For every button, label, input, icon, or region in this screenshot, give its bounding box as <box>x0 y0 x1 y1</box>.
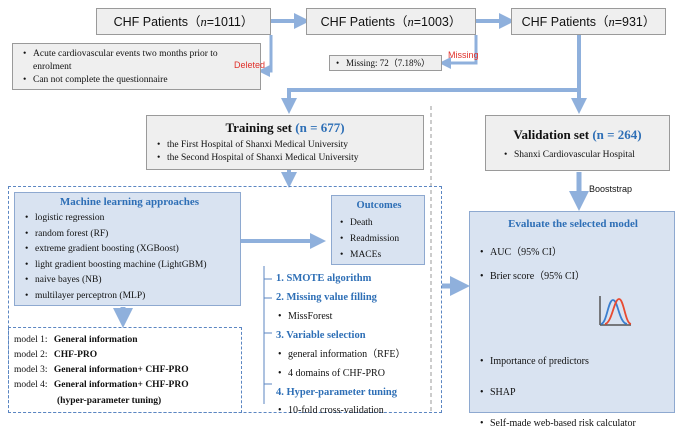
ml-item: random forest (RF) <box>23 227 236 243</box>
model-value: General information+ CHF-PRO <box>53 380 189 390</box>
chf-box-1003: CHF Patients（n=1003） <box>306 8 476 35</box>
box3-prefix: CHF Patients（ <box>521 15 609 29</box>
outcome-item: MACEs <box>338 247 420 263</box>
evaluate-title: Evaluate the selected model <box>508 218 638 230</box>
model-row: model 4: General information+ CHF-PRO <box>14 378 240 393</box>
chf-box-1011: CHF Patients（n=1011） <box>96 8 271 35</box>
ml-box: Machine learning approaches logistic reg… <box>14 192 241 306</box>
box1-prefix: CHF Patients（ <box>113 15 201 29</box>
box1-suffix: =1011） <box>206 15 254 29</box>
step-tuning-sub: 10-fold cross-validation <box>276 403 436 419</box>
box2-prefix: CHF Patients（ <box>320 15 408 29</box>
arrow-missing <box>439 35 478 69</box>
box2-n: n <box>407 15 414 29</box>
model-label: model 4: <box>14 380 48 390</box>
outcomes-box: Outcomes Death Readmission MACEs <box>331 195 425 265</box>
training-n: (n = 677) <box>295 120 345 135</box>
evaluate-item: AUC（95% CI） <box>478 246 668 260</box>
box1-n: n <box>200 15 207 29</box>
training-title-text: Training set <box>225 120 296 135</box>
training-item: the Second Hospital of Shanxi Medical Un… <box>155 152 423 165</box>
arrow-deleted <box>258 35 273 77</box>
model-extra: (hyper-parameter tuning) <box>14 393 240 410</box>
outcome-item: Death <box>338 215 420 231</box>
distribution-curves-icon <box>599 296 632 326</box>
validation-title-text: Validation set <box>513 127 593 142</box>
training-box: Training set (n = 677) the First Hospita… <box>146 115 424 170</box>
outcome-item: Readmission <box>338 231 420 247</box>
step-variable-sub: 4 domains of CHF-PRO <box>276 366 436 382</box>
missing-label: Missing <box>448 50 479 60</box>
validation-title: Validation set (n = 264) <box>486 127 669 143</box>
ml-item: light gradient boosting machine (LightGB… <box>23 258 236 274</box>
models-list: model 1: General information model 2: CH… <box>14 333 240 410</box>
exclusion-box: Acute cardiovascular events two months p… <box>12 43 261 90</box>
model-label: model 3: <box>14 365 48 375</box>
box3-n: n <box>608 15 615 29</box>
ml-title: Machine learning approaches <box>59 196 200 208</box>
ml-item: multilayer perceptron (MLP) <box>23 289 236 305</box>
exclusion-item: Acute cardiovascular events two months p… <box>21 48 254 74</box>
step-missing-sub: MissForest <box>276 309 436 325</box>
training-item: the First Hospital of Shanxi Medical Uni… <box>155 139 423 152</box>
split-connector <box>281 35 581 114</box>
outcomes-title: Outcomes <box>356 200 402 211</box>
ml-item: extreme gradient boosting (XGBoost) <box>23 242 236 258</box>
step-missing: 2. Missing value filling <box>276 292 377 303</box>
ml-item: logistic regression <box>23 211 236 227</box>
chf-box-931: CHF Patients（n=931） <box>511 8 666 35</box>
evaluate-item: Self-made web-based risk calculator <box>478 417 668 431</box>
training-title: Training set (n = 677) <box>147 120 423 136</box>
steps-list: 1. SMOTE algorithm 2. Missing value fill… <box>276 271 436 419</box>
validation-n: (n = 264) <box>592 127 642 142</box>
bootstrap-label: Booststrap <box>589 184 633 194</box>
box3-suffix: =931） <box>614 15 656 29</box>
model-row: model 1: General information <box>14 333 240 348</box>
model-extra-text: (hyper-parameter tuning) <box>57 396 162 406</box>
model-label: model 1: <box>14 335 48 345</box>
validation-list: Shanxi Cardiovascular Hospital <box>486 149 669 162</box>
validation-box: Validation set (n = 264) Shanxi Cardiova… <box>485 115 670 171</box>
validation-item: Shanxi Cardiovascular Hospital <box>502 149 669 162</box>
evaluate-box: Evaluate the selected model AUC（95% CI） … <box>469 211 675 431</box>
training-list: the First Hospital of Shanxi Medical Uni… <box>147 139 423 165</box>
model-row: model 2: CHF-PRO <box>14 348 240 363</box>
model-row: model 3: General information+ CHF-PRO <box>14 363 240 378</box>
step-smote: 1. SMOTE algorithm <box>276 273 372 284</box>
step-variable-sub: general information（RFE） <box>276 347 436 363</box>
model-label: model 2: <box>14 350 48 360</box>
deleted-label: Deleted <box>234 60 266 70</box>
ml-item: naive bayes (NB) <box>23 273 236 289</box>
model-value: CHF-PRO <box>53 350 98 360</box>
exclusion-item: Can not complete the questionnaire <box>21 74 254 87</box>
model-value: General information <box>53 335 138 345</box>
evaluate-item: SHAP <box>478 386 668 400</box>
box2-suffix: =1003） <box>413 15 462 29</box>
missing-text: Missing: 72（7.18%） <box>334 57 441 70</box>
evaluate-item: Importance of predictors <box>478 355 668 369</box>
models-dashed-container <box>8 327 242 413</box>
evaluate-item: Brier score（95% CI） <box>478 270 668 284</box>
step-variable: 3. Variable selection <box>276 330 366 341</box>
step-tuning: 4. Hyper-parameter tuning <box>276 387 398 398</box>
model-value: General information+ CHF-PRO <box>53 365 189 375</box>
missing-box: Missing: 72（7.18%） <box>329 55 442 71</box>
